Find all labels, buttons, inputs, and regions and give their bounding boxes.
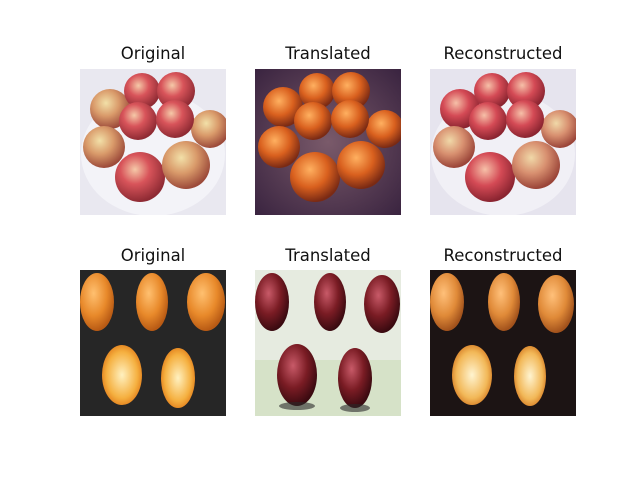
apples-reconstructed-image [430, 69, 576, 215]
oranges-reconstructed-image [430, 270, 576, 416]
panel-oranges-translated [255, 270, 401, 416]
oranges-original-image [80, 270, 226, 416]
apples-original-image [80, 69, 226, 215]
title-row2-translated: Translated [285, 246, 371, 265]
title-row1-original: Original [120, 44, 186, 63]
title-row1-translated: Translated [285, 44, 371, 63]
apples-translated-image [255, 69, 401, 215]
panel-apples-original [80, 69, 226, 215]
title-row2-reconstructed: Reconstructed [443, 246, 563, 265]
title-row2-original: Original [120, 246, 186, 265]
oranges-translated-image [255, 270, 401, 416]
title-row1-reconstructed: Reconstructed [443, 44, 563, 63]
panel-oranges-reconstructed [430, 270, 576, 416]
panel-oranges-original [80, 270, 226, 416]
panel-apples-translated [255, 69, 401, 215]
panel-apples-reconstructed [430, 69, 576, 215]
